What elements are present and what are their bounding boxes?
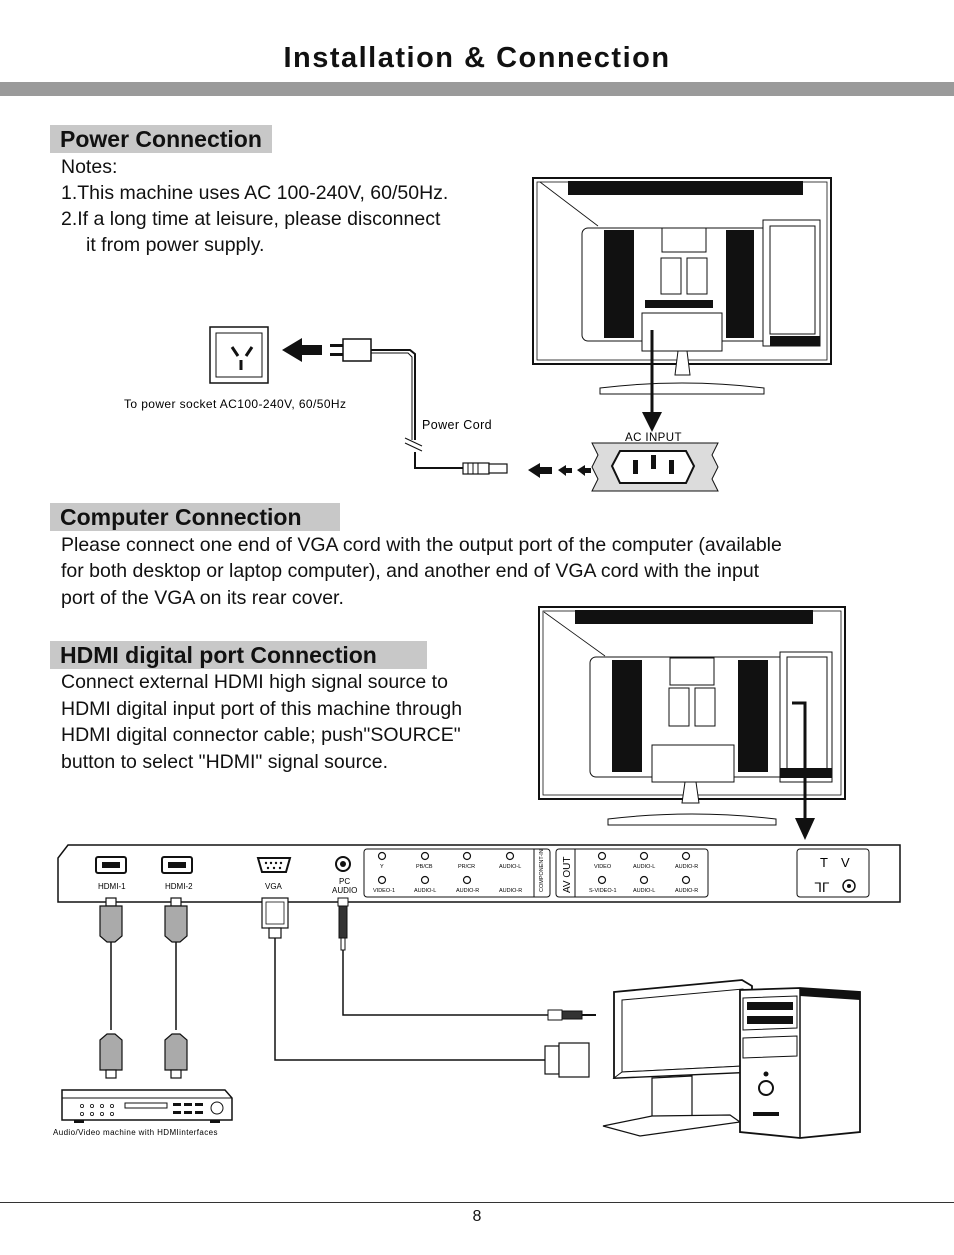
hdmi-1-port-icon xyxy=(95,856,127,874)
ac-input-port-icon xyxy=(591,442,719,492)
prcr-label: PR/CR xyxy=(458,864,475,870)
title-rule xyxy=(0,82,954,96)
pbcb-label: PB/CB xyxy=(416,864,433,870)
av-video-label: VIDEO xyxy=(594,864,612,870)
computer-text-line-1: Please connect one end of VGA cord with … xyxy=(61,534,782,556)
ac-input-label: AC INPUT xyxy=(625,432,682,444)
footer-rule xyxy=(0,1202,954,1203)
plug-direction-arrow-icon xyxy=(282,338,322,362)
power-connection-heading: Power Connection xyxy=(50,125,272,153)
hdmi-text-line-4: button to select "HDMI" signal source. xyxy=(61,751,389,773)
vga-cable-icon xyxy=(261,897,590,1078)
hdmi-connection-heading: HDMI digital port Connection xyxy=(50,641,427,669)
pc-label: PC xyxy=(339,877,350,886)
s-video-audio-r-label: AUDIO-R xyxy=(675,888,698,894)
video-1-audio-r-label: AUDIO-R xyxy=(456,888,479,894)
page-title: Installation & Connection xyxy=(283,42,671,74)
component-jacks-icon xyxy=(377,851,515,885)
power-note-1: 1.This machine uses AC 100-240V, 60/50Hz… xyxy=(61,182,449,204)
tv-t-label: T xyxy=(820,855,828,870)
tv-v-label: V xyxy=(841,855,850,870)
svg-text:ᒣᒥ: ᒣᒥ xyxy=(814,880,830,895)
video-1-audio-l-label: AUDIO-L xyxy=(414,888,436,894)
power-cord-label: Power Cord xyxy=(422,418,492,432)
hdmi-2-label: HDMI-2 xyxy=(165,882,193,891)
av-audio-r-label: AUDIO-R xyxy=(675,864,698,870)
socket-caption: To power socket AC100-240V, 60/50Hz xyxy=(124,397,346,411)
av-out-label: AV OUT xyxy=(562,857,573,893)
video-1-label: VIDEO-1 xyxy=(373,888,395,894)
audio-cable-icon xyxy=(337,897,596,1021)
computer-text-line-2: for both desktop or laptop computer), an… xyxy=(61,560,760,582)
computer-text-line-3: port of the VGA on its rear cover. xyxy=(61,587,344,609)
hdmi-text-line-1: Connect external HDMI high signal source… xyxy=(61,671,448,693)
hdmi-cable-2-icon xyxy=(164,897,188,1079)
hdmi-text-line-3: HDMI digital connector cable; push"SOURC… xyxy=(61,724,461,746)
component-in-label: COMPONENT-IN xyxy=(539,849,545,892)
component-audio-r-label: AUDIO-R xyxy=(499,888,522,894)
power-note-2-cont: it from power supply. xyxy=(86,234,265,256)
y-label: Y xyxy=(380,864,384,870)
computer-monitor-icon xyxy=(602,979,754,1137)
power-socket-icon xyxy=(209,326,269,384)
hdmi-text-line-2: HDMI digital input port of this machine … xyxy=(61,698,463,720)
connection-panel-diagram: HDMI-1 HDMI-2 VGA PC AUDIO Y PB/CB PR/CR… xyxy=(53,844,901,1139)
hdmi-2-port-icon xyxy=(161,856,193,874)
av-audio-l-label: AUDIO-L xyxy=(633,864,655,870)
tv-rear-view-2-icon xyxy=(538,606,846,840)
antenna-jack-icon: ᒣᒥ xyxy=(814,879,856,895)
power-plug-icon xyxy=(330,338,508,475)
av-machine-caption: Audio/Video machine with HDMIinterfaces xyxy=(53,1128,218,1137)
hdmi-cable-1-icon xyxy=(99,897,123,1079)
computer-connection-heading: Computer Connection xyxy=(50,503,340,531)
pc-audio-label: AUDIO xyxy=(332,886,357,895)
computer-tower-icon xyxy=(739,987,861,1139)
ac-input-pointer-arrow-icon xyxy=(642,330,662,432)
av-machine-icon xyxy=(61,1089,233,1123)
power-diagram: To power socket AC100-240V, 60/50Hz Powe… xyxy=(124,177,832,492)
s-video-audio-l-label: AUDIO-L xyxy=(633,888,655,894)
tv-rear-view-icon xyxy=(532,177,832,395)
component-audio-l-label: AUDIO-L xyxy=(499,864,521,870)
vga-label: VGA xyxy=(265,882,283,891)
power-note-2: 2.If a long time at leisure, please disc… xyxy=(61,208,441,230)
power-notes-label: Notes: xyxy=(61,156,118,178)
av-out-jacks-icon xyxy=(597,851,691,885)
hdmi-1-label: HDMI-1 xyxy=(98,882,126,891)
s-video-1-label: S-VIDEO-1 xyxy=(589,888,617,894)
page-number: 8 xyxy=(472,1208,482,1225)
vga-port-icon xyxy=(256,857,292,873)
pc-audio-port-icon xyxy=(335,856,351,872)
